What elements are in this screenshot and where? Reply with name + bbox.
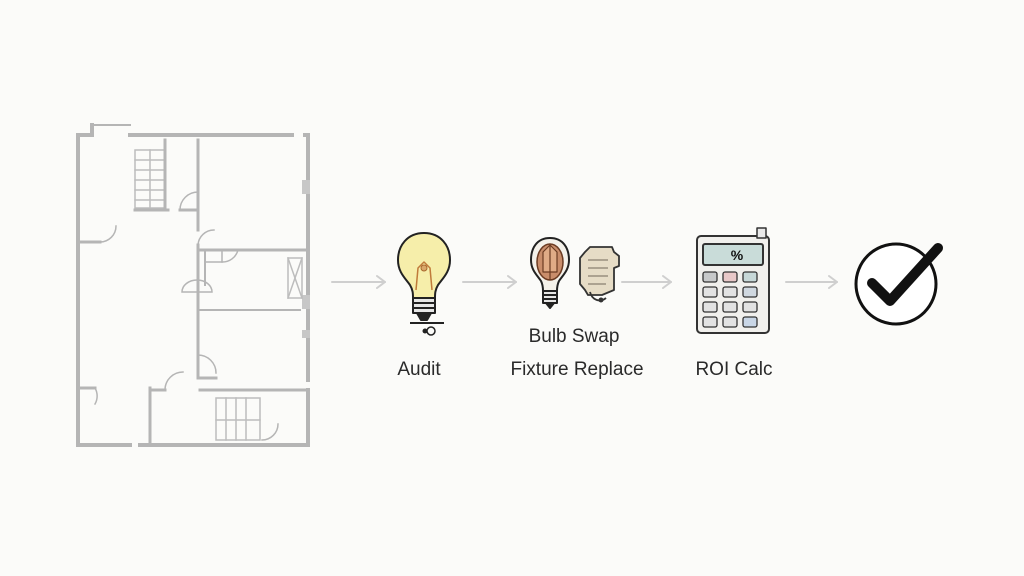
floor-plan-icon xyxy=(76,123,310,447)
step-label-audit: Audit xyxy=(397,359,441,380)
fixture-icon xyxy=(579,246,620,303)
step-label-bulb-swap: Bulb Swap xyxy=(528,326,620,347)
lightbulb-icon xyxy=(397,232,451,336)
step-label-fixture-replace: Fixture Replace xyxy=(510,359,644,380)
calculator-display-symbol: % xyxy=(731,247,744,263)
calculator-icon: % xyxy=(696,227,770,334)
checkmark-circle-icon xyxy=(854,242,943,326)
arrow-2 xyxy=(462,275,517,289)
vintage-bulb-icon xyxy=(530,237,570,309)
arrow-4 xyxy=(785,275,838,289)
arrow-3 xyxy=(621,275,672,289)
step-label-roi-calc: ROI Calc xyxy=(695,359,773,380)
calculator-keys xyxy=(702,271,758,328)
flow-arrows xyxy=(331,275,838,289)
arrow-1 xyxy=(331,275,386,289)
